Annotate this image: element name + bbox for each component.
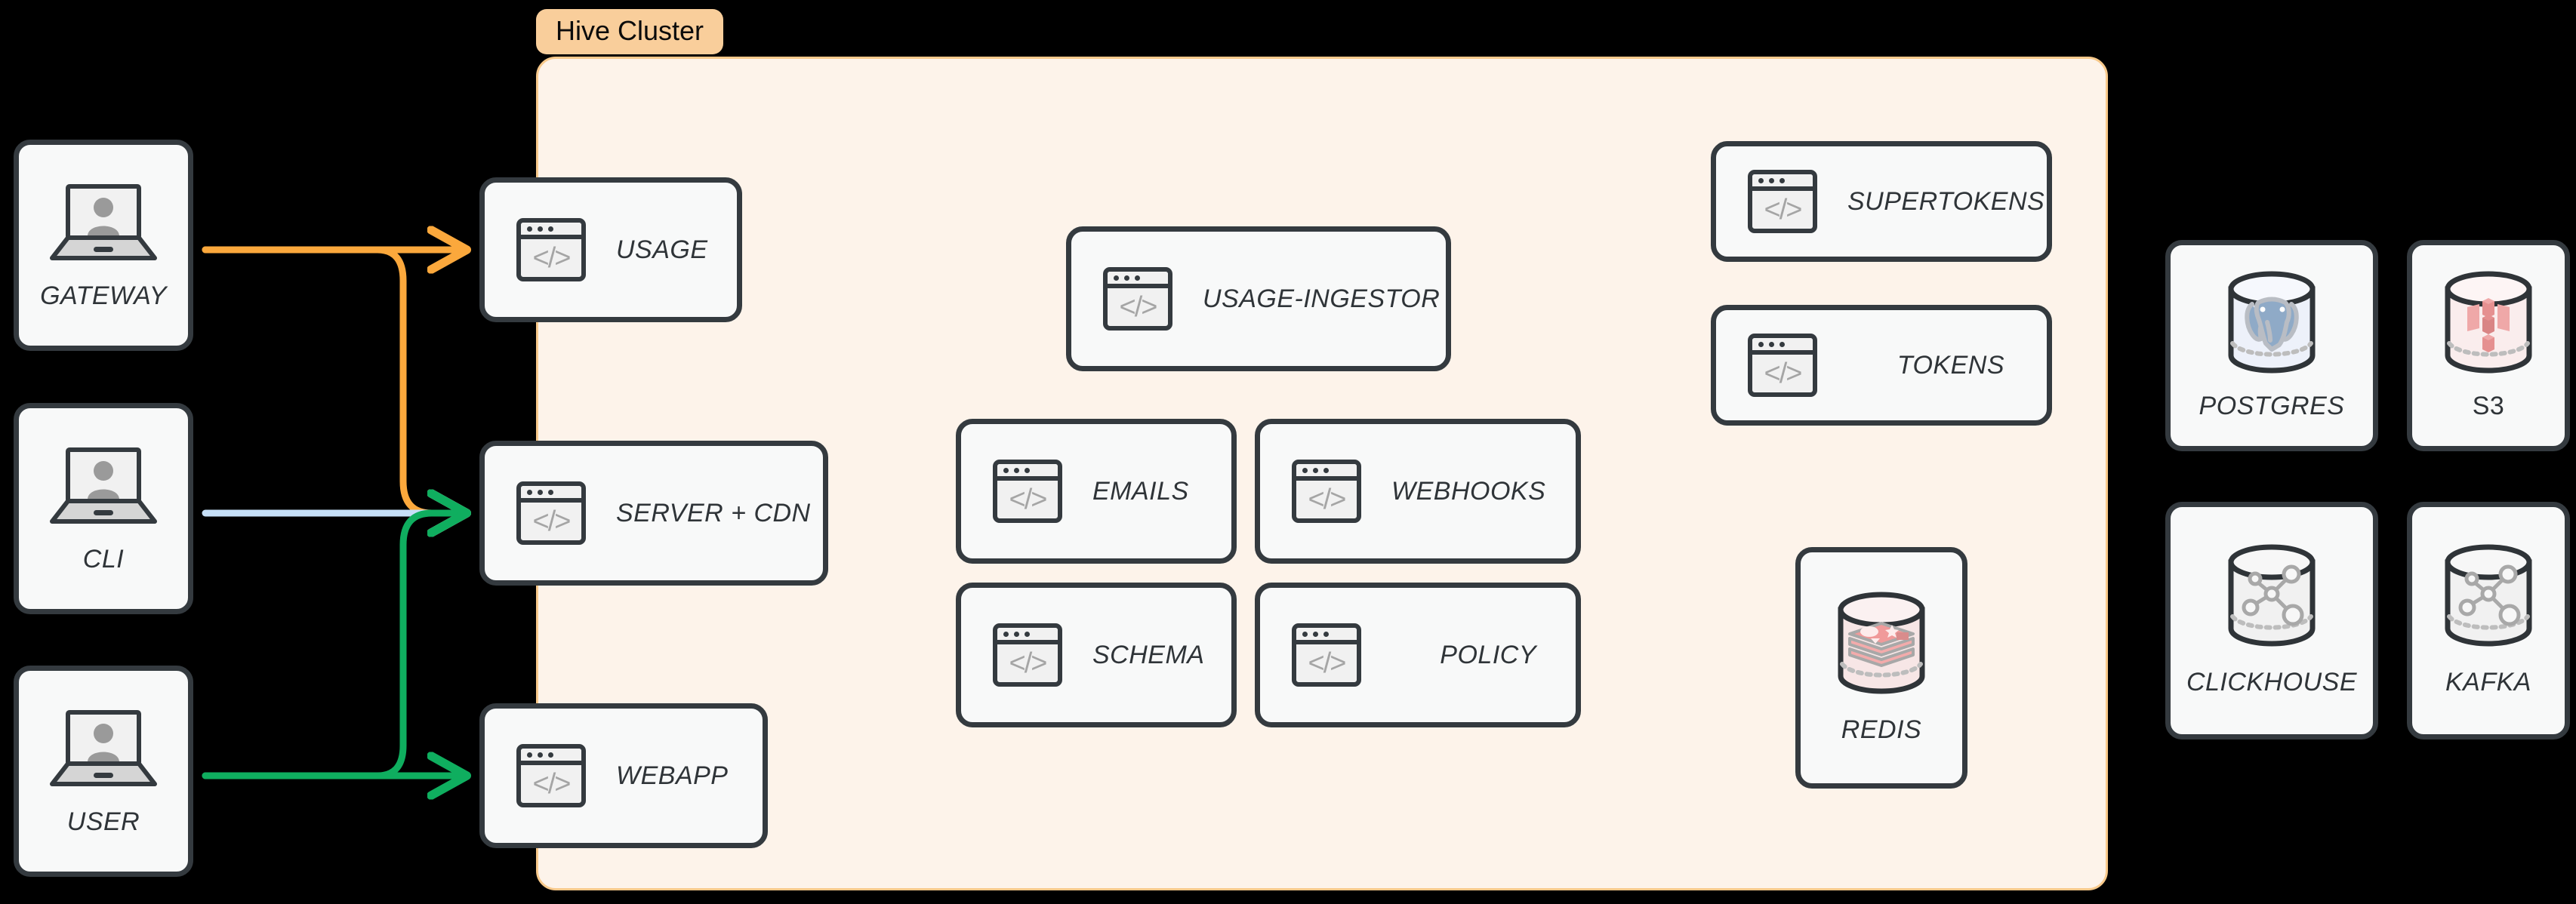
store-label-redis: REDIS: [1841, 715, 1922, 744]
service-label-tokens: TOKENS: [1897, 350, 2004, 380]
code-window-titlebar: [997, 464, 1058, 481]
code-window-glyph: </>: [532, 242, 572, 274]
code-window-glyph: </>: [532, 506, 572, 537]
service-label-schema: SCHEMA: [1092, 640, 1205, 669]
laptop-user-icon: [47, 444, 160, 528]
client-label-gateway: GATEWAY: [40, 281, 167, 310]
code-window-icon: </>: [516, 744, 586, 807]
service-card-tokens[interactable]: </> TOKENS: [1711, 305, 2052, 426]
code-window-icon: </>: [1292, 460, 1361, 523]
store-card-postgres[interactable]: POSTGRES: [2165, 240, 2378, 451]
code-window-icon: </>: [516, 481, 586, 545]
client-card-cli[interactable]: CLI: [14, 403, 193, 614]
redis-cylinder-icon: [1832, 592, 1931, 697]
service-label-usage-ingestor: USAGE-INGESTOR: [1203, 284, 1441, 313]
service-card-supertokens[interactable]: </> SUPERTOKENS: [1711, 141, 2052, 262]
code-window-glyph: </>: [1308, 484, 1347, 515]
client-label-user: USER: [66, 807, 140, 836]
code-window-glyph: </>: [532, 768, 572, 800]
client-card-gateway[interactable]: GATEWAY: [14, 140, 193, 351]
service-label-server-cdn: SERVER + CDN: [616, 498, 811, 527]
network-cylinder-icon: [2439, 544, 2538, 650]
service-label-supertokens: SUPERTOKENS: [1847, 186, 2045, 216]
code-window-icon: </>: [516, 218, 586, 281]
laptop-user-icon: [47, 706, 160, 791]
service-label-webhooks: WEBHOOKS: [1391, 476, 1546, 506]
code-window-glyph: </>: [1009, 484, 1048, 515]
store-label-s3: S3: [2472, 391, 2505, 420]
service-label-usage: USAGE: [616, 235, 708, 264]
laptop-user-icon: [47, 180, 160, 265]
code-window-icon: </>: [993, 623, 1062, 687]
store-card-clickhouse[interactable]: CLICKHOUSE: [2165, 502, 2378, 739]
code-window-glyph: </>: [1009, 647, 1048, 679]
code-window-icon: </>: [1103, 267, 1172, 331]
code-window-icon: </>: [1292, 623, 1361, 687]
code-window-titlebar: [521, 223, 581, 239]
code-window-glyph: </>: [1764, 194, 1803, 226]
code-window-titlebar: [1296, 464, 1357, 481]
service-label-webapp: WEBAPP: [616, 761, 729, 790]
wire-user-to-server-cdn: [202, 513, 463, 779]
wire-gateway-to-server-cdn: [202, 246, 463, 513]
store-card-kafka[interactable]: KAFKA: [2407, 502, 2570, 739]
service-card-schema[interactable]: </> SCHEMA: [956, 583, 1237, 727]
code-window-icon: </>: [1748, 334, 1817, 397]
service-card-policy[interactable]: </> POLICY: [1255, 583, 1581, 727]
code-window-titlebar: [1296, 628, 1357, 644]
postgres-cylinder-icon: [2222, 271, 2322, 377]
code-window-titlebar: [1752, 338, 1813, 355]
service-card-webhooks[interactable]: </> WEBHOOKS: [1255, 419, 1581, 564]
store-label-kafka: KAFKA: [2445, 668, 2531, 696]
service-label-emails: EMAILS: [1092, 476, 1189, 506]
store-card-redis[interactable]: REDIS: [1795, 547, 1967, 789]
service-card-emails[interactable]: </> EMAILS: [956, 419, 1237, 564]
code-window-glyph: </>: [1119, 291, 1158, 323]
code-window-titlebar: [997, 628, 1058, 644]
code-window-titlebar: [1752, 174, 1813, 191]
hive-cluster-label: Hive Cluster: [536, 9, 724, 54]
service-card-usage-ingestor[interactable]: </> USAGE-INGESTOR: [1066, 226, 1451, 371]
store-label-clickhouse: CLICKHOUSE: [2186, 668, 2358, 696]
service-card-webapp[interactable]: </> WEBAPP: [479, 703, 768, 848]
code-window-glyph: </>: [1764, 358, 1803, 389]
code-window-icon: </>: [993, 460, 1062, 523]
code-window-titlebar: [521, 749, 581, 765]
service-label-policy: POLICY: [1440, 640, 1536, 669]
service-card-usage[interactable]: </> USAGE: [479, 177, 742, 322]
code-window-titlebar: [521, 486, 581, 503]
s3-cylinder-icon: [2439, 271, 2538, 377]
service-card-server-cdn[interactable]: </> SERVER + CDN: [479, 441, 828, 586]
store-card-s3[interactable]: S3: [2407, 240, 2570, 451]
code-window-icon: </>: [1748, 170, 1817, 233]
client-card-user[interactable]: USER: [14, 666, 193, 877]
code-window-glyph: </>: [1308, 647, 1347, 679]
client-label-cli: CLI: [82, 544, 125, 573]
network-cylinder-icon: [2222, 544, 2322, 650]
store-label-postgres: POSTGRES: [2199, 391, 2345, 420]
code-window-titlebar: [1108, 272, 1168, 288]
